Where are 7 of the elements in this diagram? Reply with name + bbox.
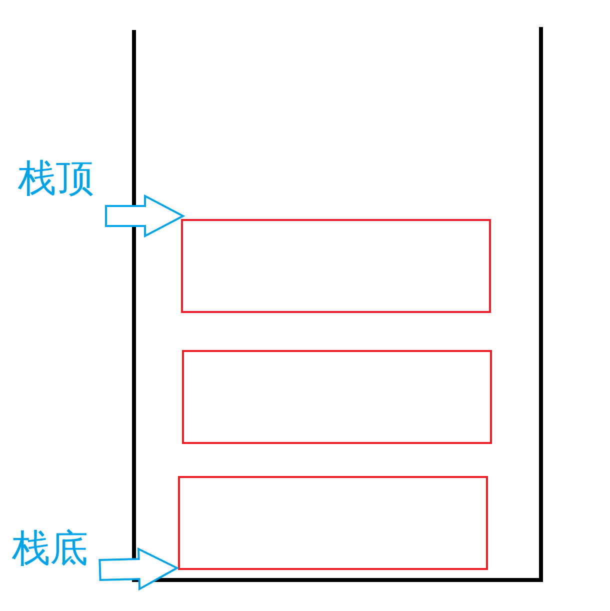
stack-element-box bbox=[178, 476, 488, 570]
block-arrow bbox=[98, 547, 180, 591]
block-arrow bbox=[105, 194, 186, 238]
stack-element-box bbox=[181, 219, 491, 313]
stack-element-box bbox=[182, 350, 492, 444]
stack-label: 栈顶 bbox=[18, 156, 94, 202]
stack-label: 栈底 bbox=[12, 526, 88, 572]
